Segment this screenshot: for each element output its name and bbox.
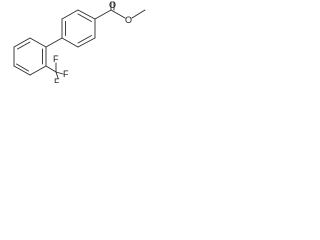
methyl-ester-group: O O [94,0,146,25]
atom-label-f-right: F [63,69,69,79]
structure-canvas: F F F O O [0,0,150,83]
molecule-drawing: F F F O O [13,0,146,83]
benzene-ring-upper [61,9,96,48]
benzene-ring-lower [13,37,47,76]
atom-label-f-top: F [53,54,59,64]
atom-label-o-carbonyl: O [109,0,116,10]
atom-label-f-bottom: F [54,77,60,83]
biaryl-bond [45,37,63,48]
trifluoromethyl-group: F F F [45,54,69,83]
atom-label-o-ester: O [125,15,132,25]
